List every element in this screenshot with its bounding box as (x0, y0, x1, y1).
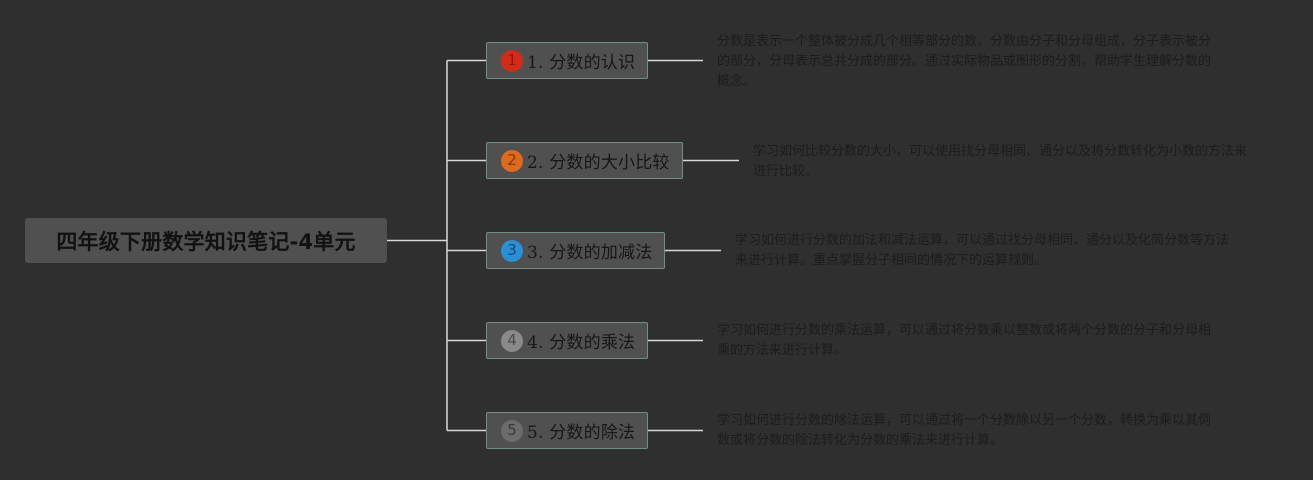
branch-title: 3. 分数的加减法 (527, 243, 653, 263)
root-title: 四年级下册数学知识笔记-4单元 (56, 229, 356, 254)
branch-description-fraction-add-subtract: 学习如何进行分数的加法和减法运算，可以通过找分母相同、通分以及化简分数等方法来进… (735, 233, 1230, 268)
branch-description-fraction-comparison: 学习如何比较分数的大小，可以使用找分母相同、通分以及将分数转化为小数的方法来进行… (753, 144, 1248, 179)
branch-title: 4. 分数的乘法 (527, 333, 636, 353)
priority-5-icon: 5 (501, 419, 523, 442)
priority-2-icon: 2 (501, 149, 523, 172)
branch-node-fraction-comparison[interactable]: 2 2. 分数的大小比较 (486, 142, 683, 179)
branch-title: 5. 分数的除法 (527, 423, 636, 443)
priority-1-icon: 1 (501, 49, 523, 72)
branch-node-fraction-multiplication[interactable]: 4 4. 分数的乘法 (486, 322, 649, 359)
branch-description-fraction-concept: 分数是表示一个整体被分成几个相等部分的数。分数由分子和分母组成，分子表示被分的部… (717, 34, 1212, 89)
branch-title: 1. 分数的认识 (527, 53, 636, 73)
branch-node-fraction-concept[interactable]: 1 1. 分数的认识 (486, 42, 649, 79)
branch-node-fraction-division[interactable]: 5 5. 分数的除法 (486, 412, 649, 449)
branch-description-fraction-division: 学习如何进行分数的除法运算，可以通过将一个分数除以另一个分数，转换为乘以其倒数或… (717, 413, 1212, 448)
priority-3-icon: 3 (501, 239, 523, 262)
branch-node-fraction-add-subtract[interactable]: 3 3. 分数的加减法 (486, 232, 666, 269)
branch-title: 2. 分数的大小比较 (527, 153, 670, 173)
branch-description-fraction-multiplication: 学习如何进行分数的乘法运算，可以通过将分数乘以整数或将两个分数的分子和分母相乘的… (717, 323, 1212, 358)
priority-4-icon: 4 (501, 329, 523, 352)
root-node[interactable]: 四年级下册数学知识笔记-4单元 (25, 218, 387, 263)
